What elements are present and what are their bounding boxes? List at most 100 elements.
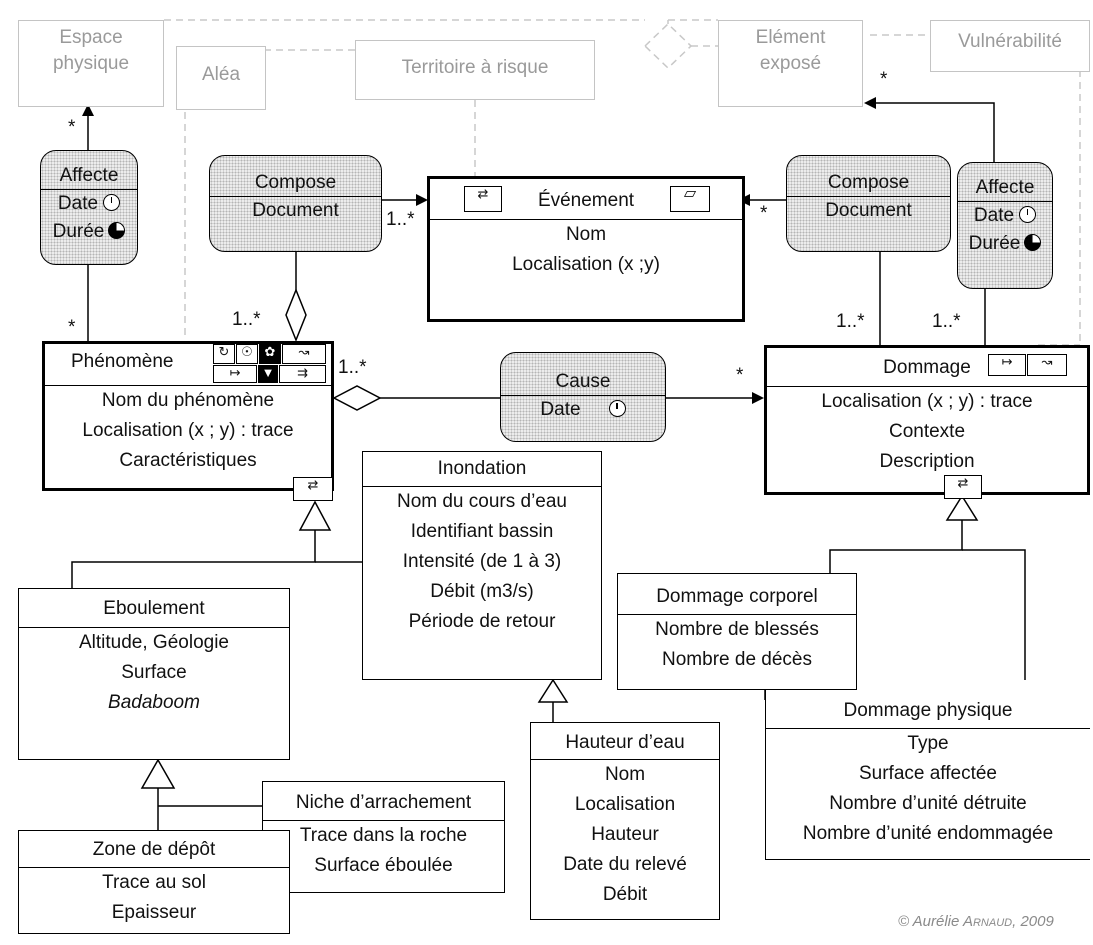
dommage-physique-attr-surface: Surface affectée — [858, 763, 998, 784]
phenomene-name: Phénomène — [45, 344, 331, 386]
espace-physique-box: Espace physique — [18, 20, 164, 107]
point-icon: ☉ — [236, 344, 258, 364]
compose-right-name: Compose — [787, 170, 950, 197]
hauteur-eau-attr-hauteur: Hauteur — [591, 824, 659, 845]
dommage-name: Dommage — [767, 348, 1087, 387]
niche-attr-surface: Surface éboulée — [314, 855, 453, 876]
espace-physique-line1: Espace — [59, 27, 123, 48]
affecte-left-assoc: Affecte Date Durée — [40, 150, 138, 265]
eboulement-class: Eboulement Altitude, Géologie Surface Ba… — [18, 588, 290, 760]
element-expose-line2: exposé — [759, 53, 822, 74]
time-interval-icon: ⇄ — [293, 477, 333, 501]
mult-star-dommage-cause: * — [736, 365, 744, 386]
mult-star-evenement-right: * — [760, 203, 768, 224]
niche-arrachement-class: Niche d’arrachement Trace dans la roche … — [262, 781, 505, 893]
element-expose-box: Elément exposé — [718, 20, 863, 107]
dommage-corporel-attr-deces: Nombre de décès — [662, 649, 812, 670]
mult-one-many-compose-left: 1..* — [386, 209, 415, 230]
solid-connectors — [71, 102, 1026, 830]
zone-depot-attr-epaisseur: Epaisseur — [111, 902, 197, 923]
clock-icon — [103, 194, 121, 211]
eboulement-method-badaboom: Badaboom — [108, 692, 200, 713]
affecte-left-duree: Durée — [52, 221, 105, 242]
vulnerabilite-box: Vulnérabilité — [930, 20, 1090, 72]
dommage-corporel-name: Dommage corporel — [618, 574, 856, 615]
mult-star-element-expose: * — [880, 69, 888, 90]
line-icon: ↝ — [282, 344, 326, 364]
mult-one-many-phenomene-compose: 1..* — [232, 309, 261, 330]
mult-one-many-dommage-affecte: 1..* — [932, 311, 961, 332]
espace-physique-line2: physique — [52, 53, 130, 74]
cause-assoc: Cause Date — [500, 352, 666, 442]
evenement-attr-localisation: Localisation (x ;y) — [512, 254, 660, 275]
inondation-attr-intensite: Intensité (de 1 à 3) — [402, 551, 562, 572]
hauteur-eau-name: Hauteur d’eau — [531, 723, 719, 760]
territoire-label: Territoire à risque — [401, 57, 549, 78]
affecte-right-name: Affecte — [958, 175, 1052, 202]
dommage-physique-name: Dommage physique — [766, 690, 1090, 729]
line-icon: ↝ — [1027, 354, 1067, 376]
phenomene-attr-nom: Nom du phénomène — [101, 390, 275, 411]
affecte-left-name: Affecte — [41, 163, 137, 190]
mult-one-many-phenomene-cause: 1..* — [338, 357, 367, 378]
time-interval-icon: ⇄ — [464, 186, 502, 212]
compose-right-assoc: Compose Document — [786, 155, 951, 252]
triangle-icon: ▼ — [258, 365, 278, 383]
niche-name: Niche d’arrachement — [263, 782, 504, 821]
element-expose-line1: Elément — [755, 27, 826, 48]
alea-label: Aléa — [201, 64, 241, 85]
inondation-name: Inondation — [363, 452, 601, 487]
eboulement-attr-altitude: Altitude, Géologie — [79, 632, 229, 653]
credit-name-first: A — [962, 913, 973, 930]
aggregation-diamonds — [285, 287, 382, 411]
hauteur-eau-attr-localisation: Localisation — [574, 794, 676, 815]
territoire-box: Territoire à risque — [355, 40, 595, 100]
hauteur-eau-attr-date: Date du relevé — [563, 854, 687, 875]
niche-attr-trace: Trace dans la roche — [299, 825, 468, 846]
half-filled-circle-icon — [1024, 234, 1042, 251]
affecte-right-duree-row: Durée — [958, 230, 1052, 258]
mult-one-many-dommage-compose: 1..* — [836, 311, 865, 332]
eboulement-attr-surface: Surface — [121, 662, 187, 683]
dommage-attr-localisation: Localisation (x ; y) : trace — [821, 391, 1033, 412]
compose-right-document: Document — [825, 200, 912, 221]
cycle-icon: ↻ — [213, 344, 235, 364]
credit-prefix: © Aurélie — [898, 913, 963, 930]
eboulement-name: Eboulement — [19, 589, 289, 628]
generalisation-triangles — [140, 494, 979, 789]
dommage-physique-attr-detruite: Nombre d’unité détruite — [829, 793, 1027, 814]
compose-left-name: Compose — [210, 170, 381, 197]
compose-left-document: Document — [252, 200, 339, 221]
dommage-physique-attr-endommagee: Nombre d’unité endommagée — [802, 823, 1054, 844]
compose-left-assoc: Compose Document — [209, 155, 382, 252]
evenement-name: Événement — [430, 179, 742, 220]
propeller-icon: ✿ — [259, 344, 281, 364]
hauteur-eau-class: Hauteur d’eau Nom Localisation Hauteur D… — [530, 722, 720, 920]
inondation-attr-periode: Période de retour — [408, 611, 556, 632]
dommage-physique-class: Dommage physique Type Surface affectée N… — [765, 690, 1090, 860]
inondation-attr-debit: Débit (m3/s) — [430, 581, 534, 602]
dommage-physique-attr-type: Type — [907, 733, 949, 754]
cause-name: Cause — [501, 369, 665, 396]
dommage-attr-contexte: Contexte — [888, 421, 966, 442]
cause-date: Date — [540, 399, 581, 420]
copyright-credit: © Aurélie ARNAUD, 2009 — [898, 913, 1054, 930]
time-interval-icon: ↦ — [988, 354, 1026, 376]
affecte-right-date-row: Date — [958, 202, 1052, 230]
phenomene-attr-caracteristiques: Caractéristiques — [119, 450, 257, 471]
clock-icon — [608, 400, 626, 417]
time-interval-icon: ↦ — [213, 365, 257, 383]
zone-depot-class: Zone de dépôt Trace au sol Epaisseur — [18, 830, 290, 934]
hauteur-eau-attr-debit: Débit — [602, 884, 648, 905]
hauteur-eau-attr-nom: Nom — [604, 764, 646, 785]
affecte-right-date: Date — [973, 205, 1015, 226]
cause-date-row: Date — [501, 396, 665, 424]
credit-name-rest: RNAUD — [972, 917, 1013, 929]
zone-depot-attr-trace: Trace au sol — [102, 872, 206, 893]
affecte-left-date: Date — [57, 193, 99, 214]
evenement-attr-nom: Nom — [565, 224, 607, 245]
zone-depot-name: Zone de dépôt — [19, 831, 289, 868]
dommage-corporel-attr-blesses: Nombre de blessés — [655, 619, 819, 640]
dommage-corporel-class: Dommage corporel Nombre de blessés Nombr… — [617, 573, 857, 690]
time-interval-icon: ⇄ — [944, 475, 982, 499]
